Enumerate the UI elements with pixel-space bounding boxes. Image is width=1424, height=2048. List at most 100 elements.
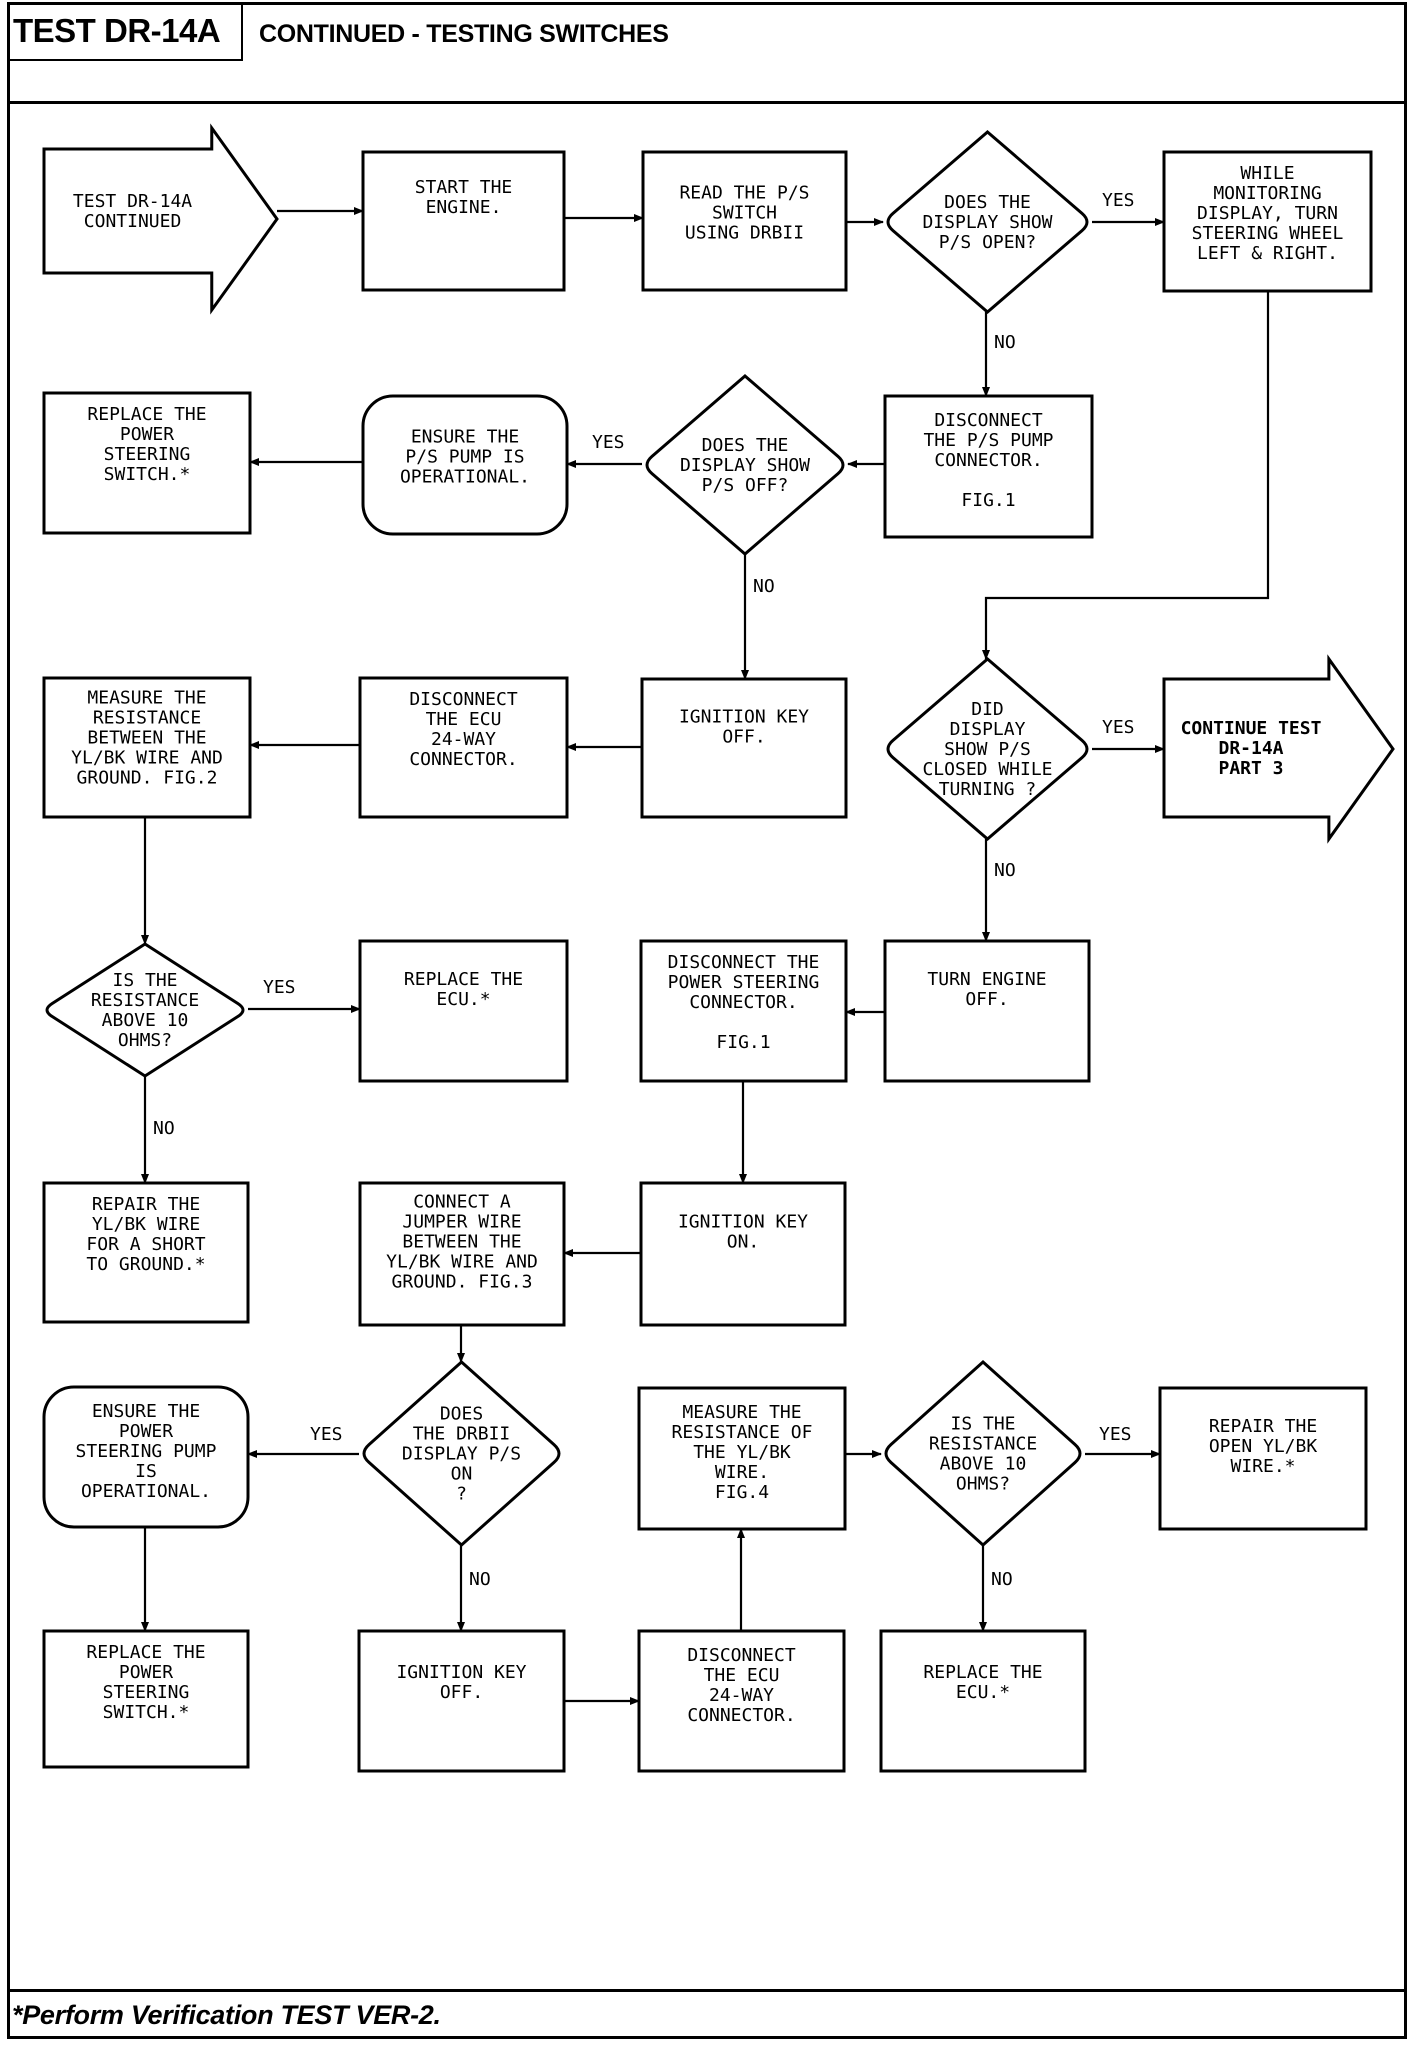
node-text-line: JUMPER WIRE (402, 1212, 521, 1233)
node-text-line: ENSURE THE (411, 426, 519, 447)
test-code-box (7, 2, 243, 61)
node-text-line: WIRE. (715, 1462, 769, 1483)
node-text-line: MONITORING (1213, 183, 1321, 204)
node-text-line: FIG.4 (715, 1482, 769, 1503)
node-text-line: LEFT & RIGHT. (1197, 243, 1338, 264)
node-text-line: CONNECT A (413, 1192, 511, 1213)
node-text-line: FIG.1 (716, 1032, 770, 1053)
node-text-line: ABOVE 10 (940, 1454, 1027, 1475)
node-text-line: DR-14A (1219, 738, 1284, 759)
no-label: NO (153, 1118, 175, 1139)
process-box (42, 1181, 250, 1324)
node-text-line: OPEN YL/BK (1209, 1436, 1318, 1457)
node-text-line: PART 3 (1219, 758, 1284, 779)
terminal-box (361, 394, 569, 536)
node-text-line: START THE (415, 177, 513, 198)
node-text-line: DOES THE (702, 435, 789, 456)
yes-label: YES (263, 977, 296, 998)
node-text-line: SWITCH (712, 202, 777, 223)
node-text-line: MEASURE THE (87, 688, 206, 709)
node-text-line: RESISTANCE (929, 1434, 1037, 1455)
node-text-line: OPERATIONAL. (400, 466, 530, 487)
node-text-line: REPLACE THE (86, 1642, 205, 1663)
process-box (357, 1629, 566, 1773)
node-text-line: IS THE (112, 970, 177, 991)
node-text-line: OFF. (965, 989, 1008, 1010)
decision-diamond (45, 942, 245, 1078)
node-text-line: TO GROUND.* (86, 1254, 205, 1275)
node-text-line: ON. (727, 1231, 760, 1252)
node-text-line: READ THE P/S (679, 182, 809, 203)
no-label: NO (991, 1569, 1013, 1590)
node-text-line: DISPLAY P/S (402, 1444, 521, 1465)
node-text-line: DISPLAY, TURN (1197, 203, 1338, 224)
node-text-line: OPERATIONAL. (81, 1481, 211, 1502)
footer-divider (7, 1989, 1407, 1992)
node-text-line: BETWEEN THE (87, 728, 206, 749)
node-text-line: OFF. (440, 1682, 483, 1703)
entry-arrow-shape (42, 123, 279, 315)
process-box (640, 677, 848, 819)
decision-diamond (884, 1359, 1082, 1548)
node-text-line: WHILE (1240, 163, 1294, 184)
node-text-line: DISPLAY SHOW (922, 212, 1052, 233)
process-box (1158, 1386, 1368, 1531)
process-box (639, 939, 848, 1083)
node-text-line: THE P/S PUMP (923, 430, 1053, 451)
process-box (639, 1181, 847, 1327)
node-text-line: RESISTANCE (93, 708, 201, 729)
process-box (42, 1629, 250, 1769)
edges-layer (141, 207, 1270, 1705)
node-text-line: CONTINUED (84, 211, 182, 232)
node-text-line: SHOW P/S (944, 739, 1031, 760)
node-text-line: FIG.1 (961, 490, 1015, 511)
node-text-line: POWER (119, 1662, 173, 1683)
node-text-line: YL/BK WIRE AND (71, 748, 223, 769)
no-label: NO (753, 576, 775, 597)
node-text-line: STEERING (104, 444, 191, 465)
decision-diamond (362, 1359, 561, 1548)
node-text-line: BETWEEN THE (402, 1232, 521, 1253)
yes-label: YES (592, 432, 625, 453)
node-text-line: YL/BK WIRE AND (386, 1252, 538, 1273)
process-box (358, 676, 569, 819)
no-label: NO (469, 1569, 491, 1590)
node-text-line: ENGINE. (426, 197, 502, 218)
node-text-line: STEERING WHEEL (1192, 223, 1344, 244)
node-text-line: THE ECU (426, 709, 502, 730)
exit-arrow-shape (1162, 654, 1395, 844)
node-text-line: RESISTANCE OF (672, 1422, 813, 1443)
node-text-line: REPLACE THE (404, 969, 523, 990)
decision-diamond (645, 374, 845, 556)
header-divider (7, 101, 1407, 104)
process-box (358, 1181, 566, 1327)
node-text-line: ENSURE THE (92, 1401, 200, 1422)
node-text-line: DOES (440, 1404, 483, 1425)
no-label: NO (994, 332, 1016, 353)
node-text-line: IS (135, 1461, 157, 1482)
node-text-line: POWER (119, 1421, 173, 1442)
node-text-line: MEASURE THE (682, 1402, 801, 1423)
node-text-line: RESISTANCE (91, 990, 199, 1011)
